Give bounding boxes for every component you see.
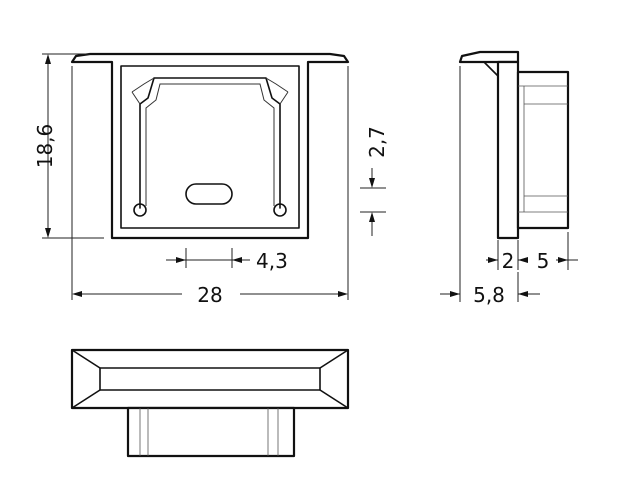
dimension-side-cap-label: 2: [502, 249, 515, 273]
front-view-profile-inner: [145, 83, 275, 206]
dimension-tab-height: 2,7: [360, 126, 389, 236]
front-view-outline: [70, 52, 350, 240]
front-view-left-pin-hole: [133, 203, 147, 217]
front-view-right-pin-hole: [273, 203, 287, 217]
top-view-cap-bevel-corners: [71, 349, 349, 409]
front-view-profile-channel: [139, 77, 281, 209]
dimension-slot-width-label: 4,3: [256, 249, 288, 273]
front-view-left-clip: [131, 77, 155, 105]
side-view-cap-body: [496, 60, 520, 240]
front-view-center-slot: [185, 183, 233, 205]
dimension-side-total-label: 5,8: [473, 283, 505, 307]
dimension-side-total: 5,8: [440, 66, 540, 307]
top-view-cap-outline: [70, 348, 350, 410]
side-view: [458, 50, 570, 240]
front-view-inner-cavity: [120, 65, 300, 229]
side-view-cap-flange: [458, 50, 520, 64]
top-view: [70, 348, 350, 458]
side-view-clip: [483, 61, 499, 77]
dimension-side-plug-label: 5: [537, 249, 550, 273]
dimension-height-total-label: 18,6: [33, 124, 57, 169]
side-view-plug: [516, 70, 570, 230]
dimension-height-total: 18,6: [33, 53, 104, 239]
top-view-plug: [126, 406, 296, 458]
dimension-tab-height-label: 2,7: [365, 126, 389, 158]
dimension-width-total: 28: [71, 66, 349, 307]
dimension-width-total-label: 28: [197, 283, 222, 307]
dimension-slot-width: 4,3: [166, 248, 288, 273]
front-view-right-clip: [265, 77, 289, 105]
dimension-side-parts: 2 5: [486, 232, 578, 273]
front-view: [70, 52, 350, 240]
